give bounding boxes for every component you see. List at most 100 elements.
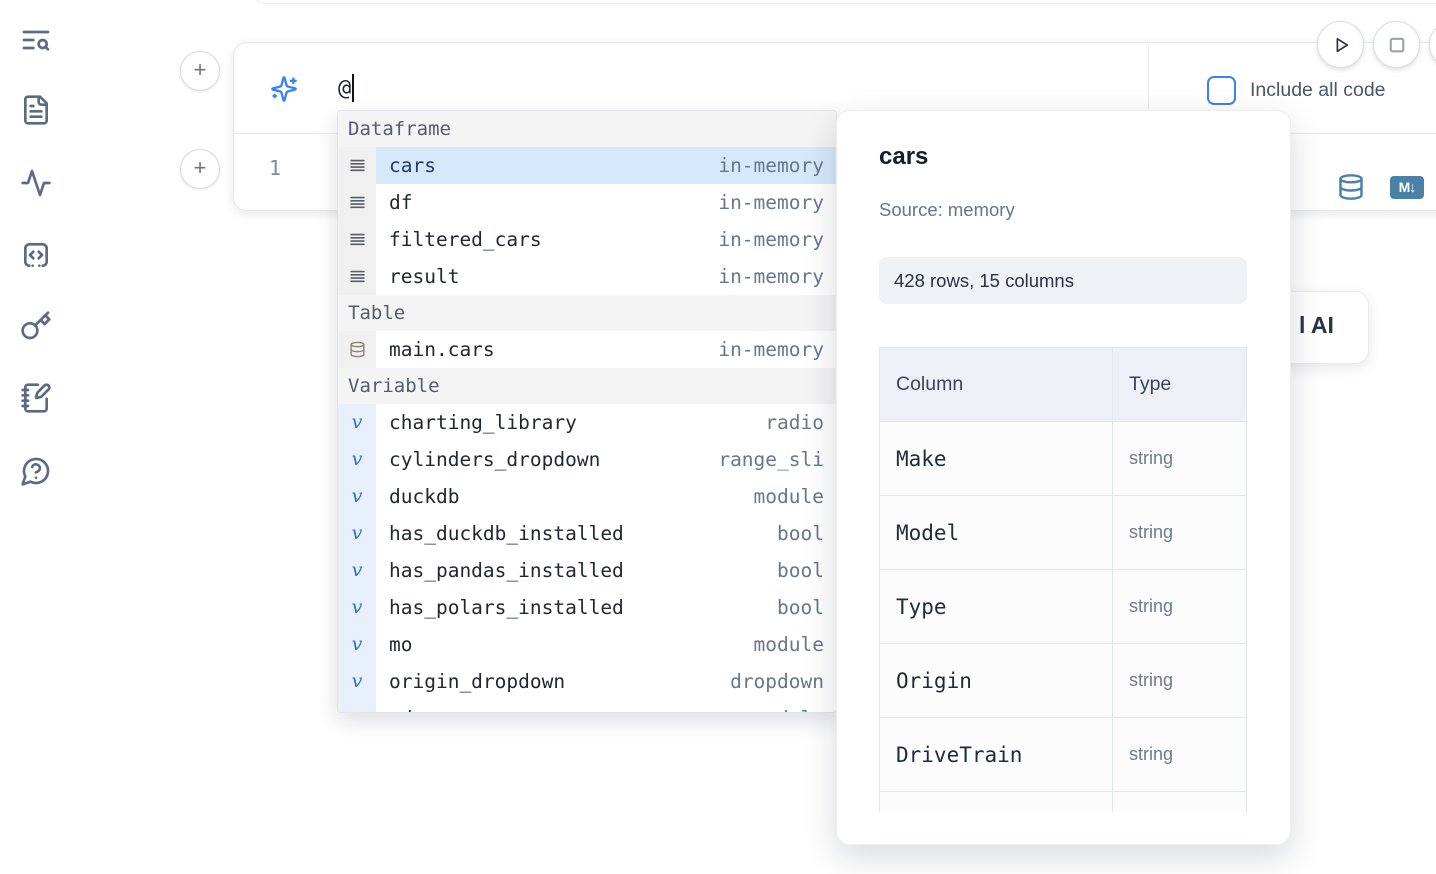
autocomplete-item[interactable]: v result in-memory bbox=[338, 258, 836, 295]
variable-v-icon: v bbox=[352, 709, 363, 713]
autocomplete-item[interactable]: v cylinders_dropdown range_sli bbox=[338, 441, 836, 478]
autocomplete-item[interactable]: v has_polars_installed bool bbox=[338, 589, 836, 626]
variable-v-icon: v bbox=[351, 670, 363, 692]
item-name: cylinders_dropdown bbox=[389, 448, 601, 471]
text-caret bbox=[352, 74, 355, 102]
item-kind-gutter: v bbox=[338, 478, 376, 515]
dataframe-lines-icon bbox=[349, 157, 366, 174]
dataframe-preview-panel: cars Source: memory 428 rows, 15 columns… bbox=[836, 110, 1291, 845]
item-type: module bbox=[753, 485, 824, 508]
text-search-icon[interactable] bbox=[20, 24, 52, 56]
play-icon bbox=[1336, 37, 1349, 53]
variable-v-icon: v bbox=[351, 633, 363, 655]
item-name: main.cars bbox=[389, 338, 495, 361]
dataframe-lines-icon bbox=[349, 231, 366, 248]
autocomplete-item[interactable]: v has_pandas_installed bool bbox=[338, 552, 836, 589]
autocomplete-item[interactable]: v pd module bbox=[338, 700, 836, 713]
table-database-icon bbox=[349, 341, 366, 358]
item-type: in-memory bbox=[718, 228, 824, 251]
column-header: Column bbox=[879, 348, 1113, 421]
type-header: Type bbox=[1113, 348, 1247, 421]
database-icon[interactable] bbox=[1337, 173, 1365, 201]
preview-title: cars bbox=[879, 143, 929, 170]
help-chat-icon[interactable] bbox=[20, 455, 52, 487]
variable-v-icon: v bbox=[351, 596, 363, 618]
include-all-code-checkbox[interactable] bbox=[1207, 76, 1236, 105]
scratchpad-code-icon[interactable] bbox=[20, 239, 52, 271]
dataframe-lines-icon bbox=[349, 194, 366, 211]
autocomplete-item[interactable]: v filtered_cars in-memory bbox=[338, 221, 836, 258]
item-kind-gutter: v bbox=[338, 184, 376, 221]
run-cell-button[interactable] bbox=[1317, 21, 1364, 68]
table-header-row: Column Type bbox=[879, 348, 1247, 422]
item-name: origin_dropdown bbox=[389, 670, 566, 693]
autocomplete-item[interactable]: v df in-memory bbox=[338, 184, 836, 221]
item-type: in-memory bbox=[718, 191, 824, 214]
autocomplete-popover: Dataframe v cars in-memory v df in bbox=[337, 110, 837, 713]
variable-v-icon: v bbox=[351, 559, 363, 581]
item-type: dropdown bbox=[730, 670, 824, 693]
item-type: module bbox=[754, 707, 836, 712]
autocomplete-item[interactable]: v cars in-memory bbox=[338, 147, 836, 184]
add-cell-button[interactable]: + bbox=[180, 149, 220, 189]
item-type: bool bbox=[777, 559, 824, 582]
item-type: module bbox=[753, 633, 824, 656]
item-type: in-memory bbox=[718, 154, 824, 177]
item-name: charting_library bbox=[389, 411, 577, 434]
item-kind-gutter: v bbox=[338, 331, 376, 368]
variable-v-icon: v bbox=[351, 485, 363, 507]
item-kind-gutter: v bbox=[338, 552, 376, 589]
item-type: bool bbox=[777, 522, 824, 545]
item-kind-gutter: v bbox=[338, 441, 376, 478]
item-name: has_duckdb_installed bbox=[389, 522, 624, 545]
table-row: Make string bbox=[879, 422, 1247, 496]
item-name: df bbox=[389, 191, 413, 214]
item-name: has_pandas_installed bbox=[389, 559, 624, 582]
schema-table-body: Make string Model string Type string Ori… bbox=[879, 422, 1247, 812]
item-kind-gutter: v bbox=[338, 515, 376, 552]
item-kind-gutter: v bbox=[338, 626, 376, 663]
stop-square-icon bbox=[1389, 37, 1405, 53]
item-name: cars bbox=[389, 154, 436, 177]
autocomplete-item[interactable]: v main.cars in-memory bbox=[338, 331, 836, 368]
activity-icon[interactable] bbox=[20, 167, 52, 199]
table-row: DriveTrain string bbox=[879, 718, 1247, 792]
dataframe-lines-icon bbox=[349, 268, 366, 285]
autocomplete-item[interactable]: v has_duckdb_installed bool bbox=[338, 515, 836, 552]
autocomplete-item[interactable]: v duckdb module bbox=[338, 478, 836, 515]
markdown-export-icon[interactable]: M↓ bbox=[1390, 176, 1424, 199]
sparkles-icon bbox=[270, 75, 298, 103]
item-kind-gutter: v bbox=[338, 404, 376, 441]
include-all-code-label: Include all code bbox=[1250, 79, 1386, 101]
item-name: filtered_cars bbox=[389, 228, 542, 251]
item-kind-gutter: v bbox=[338, 147, 376, 184]
autocomplete-section-header: Table bbox=[338, 295, 836, 331]
schema-table: Column Type Make string Model string Typ… bbox=[879, 347, 1247, 812]
item-kind-gutter: v bbox=[338, 589, 376, 626]
table-row: Origin string bbox=[879, 644, 1247, 718]
item-kind-gutter: v bbox=[338, 663, 376, 700]
ai-prompt-input[interactable]: @ bbox=[338, 69, 355, 107]
interrupt-button[interactable] bbox=[1373, 21, 1420, 68]
key-icon[interactable] bbox=[20, 310, 52, 342]
table-row: Model string bbox=[879, 496, 1247, 570]
notebook-pen-icon[interactable] bbox=[20, 382, 52, 414]
item-type: range_sli bbox=[718, 448, 824, 471]
item-kind-gutter: v bbox=[338, 700, 376, 713]
shape-badge: 428 rows, 15 columns bbox=[879, 257, 1247, 304]
add-cell-button[interactable]: + bbox=[180, 51, 220, 91]
variable-v-icon: v bbox=[351, 411, 363, 433]
autocomplete-item[interactable]: v origin_dropdown dropdown bbox=[338, 663, 836, 700]
item-name: duckdb bbox=[389, 485, 460, 508]
autocomplete-section-header: Dataframe bbox=[338, 111, 836, 147]
code-line-number: 1 bbox=[268, 156, 282, 180]
variable-v-icon: v bbox=[351, 448, 363, 470]
autocomplete-item[interactable]: v charting_library radio bbox=[338, 404, 836, 441]
variable-v-icon: v bbox=[351, 522, 363, 544]
file-text-icon[interactable] bbox=[20, 94, 52, 126]
table-row bbox=[879, 792, 1247, 812]
item-name: has_polars_installed bbox=[389, 596, 624, 619]
autocomplete-list: Dataframe v cars in-memory v df in bbox=[338, 111, 836, 713]
item-name: pd bbox=[376, 707, 412, 712]
autocomplete-item[interactable]: v mo module bbox=[338, 626, 836, 663]
